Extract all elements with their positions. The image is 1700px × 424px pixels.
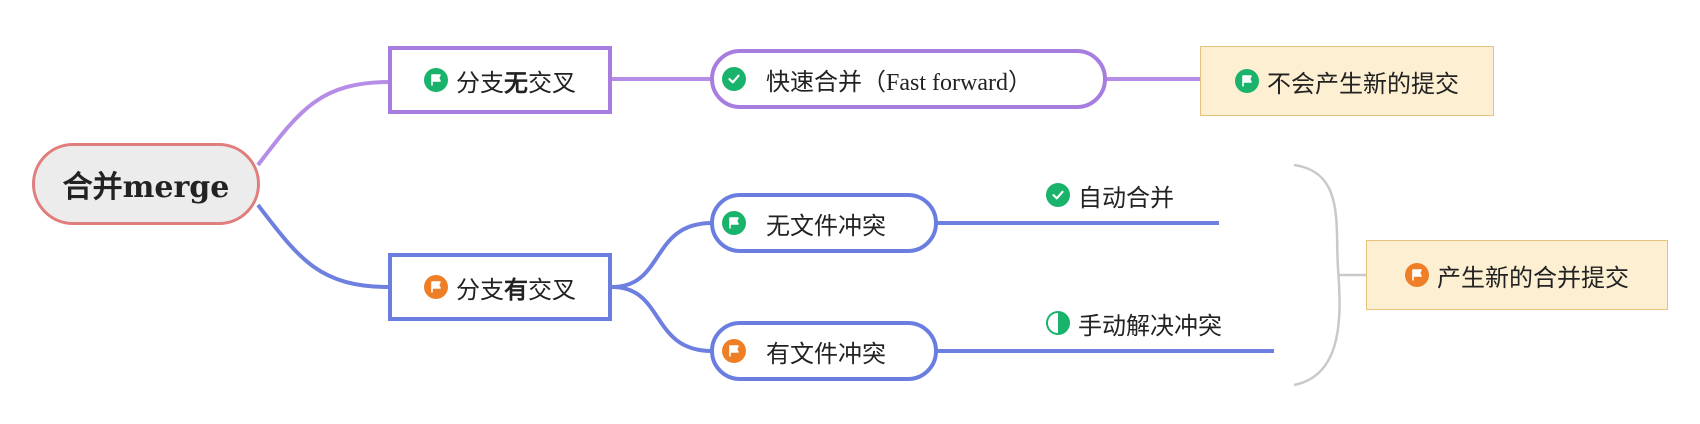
branch-no-cross-node[interactable]: 分支无交叉 xyxy=(388,46,612,114)
no-conflict-label: 无文件冲突 xyxy=(766,211,886,240)
flag-icon xyxy=(424,275,448,299)
flag-icon xyxy=(722,211,746,235)
edge-root-to-cross xyxy=(256,203,391,289)
brace-bracket xyxy=(1293,163,1341,387)
new-merge-commit-label: 产生新的合并提交 xyxy=(1437,263,1629,292)
flag-icon xyxy=(1405,263,1429,287)
no-new-commit-note[interactable]: 不会产生新的提交 xyxy=(1200,46,1494,116)
edge-cross-to-conflict xyxy=(611,285,713,353)
root-label: 合并merge xyxy=(62,170,230,205)
root-node[interactable]: 合并merge xyxy=(32,143,260,225)
edge-cross-to-no-conflict xyxy=(611,221,713,289)
no-new-commit-label: 不会产生新的提交 xyxy=(1267,69,1459,98)
conflict-label: 有文件冲突 xyxy=(766,339,886,368)
branch-no-cross-label: 分支无交叉 xyxy=(456,68,576,97)
auto-merge-leaf[interactable]: 自动合并 xyxy=(1046,176,1174,214)
check-icon xyxy=(722,67,746,91)
branch-cross-node[interactable]: 分支有交叉 xyxy=(388,253,612,321)
branch-cross-label: 分支有交叉 xyxy=(456,275,576,304)
new-merge-commit-note[interactable]: 产生新的合并提交 xyxy=(1366,240,1668,310)
manual-resolve-leaf[interactable]: 手动解决冲突 xyxy=(1046,304,1222,342)
check-icon xyxy=(1046,183,1070,207)
no-conflict-node[interactable]: 无文件冲突 xyxy=(710,193,938,253)
manual-resolve-label: 手动解决冲突 xyxy=(1078,311,1222,340)
flag-icon xyxy=(1235,69,1259,93)
conflict-node[interactable]: 有文件冲突 xyxy=(710,321,938,381)
half-circle-icon xyxy=(1046,311,1070,335)
flag-icon xyxy=(424,68,448,92)
fast-forward-node[interactable]: 快速合并（Fast forward） xyxy=(710,49,1107,109)
edge-root-to-no-cross xyxy=(256,80,391,167)
flag-icon xyxy=(722,339,746,363)
fast-forward-label: 快速合并（Fast forward） xyxy=(766,69,1032,96)
auto-merge-label: 自动合并 xyxy=(1078,183,1174,212)
